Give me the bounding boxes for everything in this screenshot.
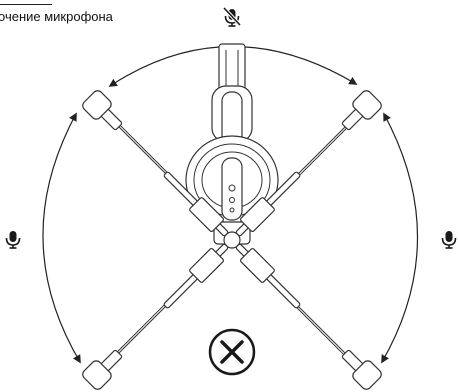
arrow-right: [382, 114, 418, 362]
headset-headband: [212, 44, 252, 150]
mic-muted-icon: [224, 8, 240, 26]
boom-arm-lower-right: [229, 237, 383, 391]
mic-icon-left: [7, 231, 20, 248]
x-circle-icon: [210, 330, 254, 374]
boom-arm-lower-left: [81, 237, 235, 391]
arrow-left: [43, 114, 80, 362]
mic-icon-right: [443, 231, 456, 248]
